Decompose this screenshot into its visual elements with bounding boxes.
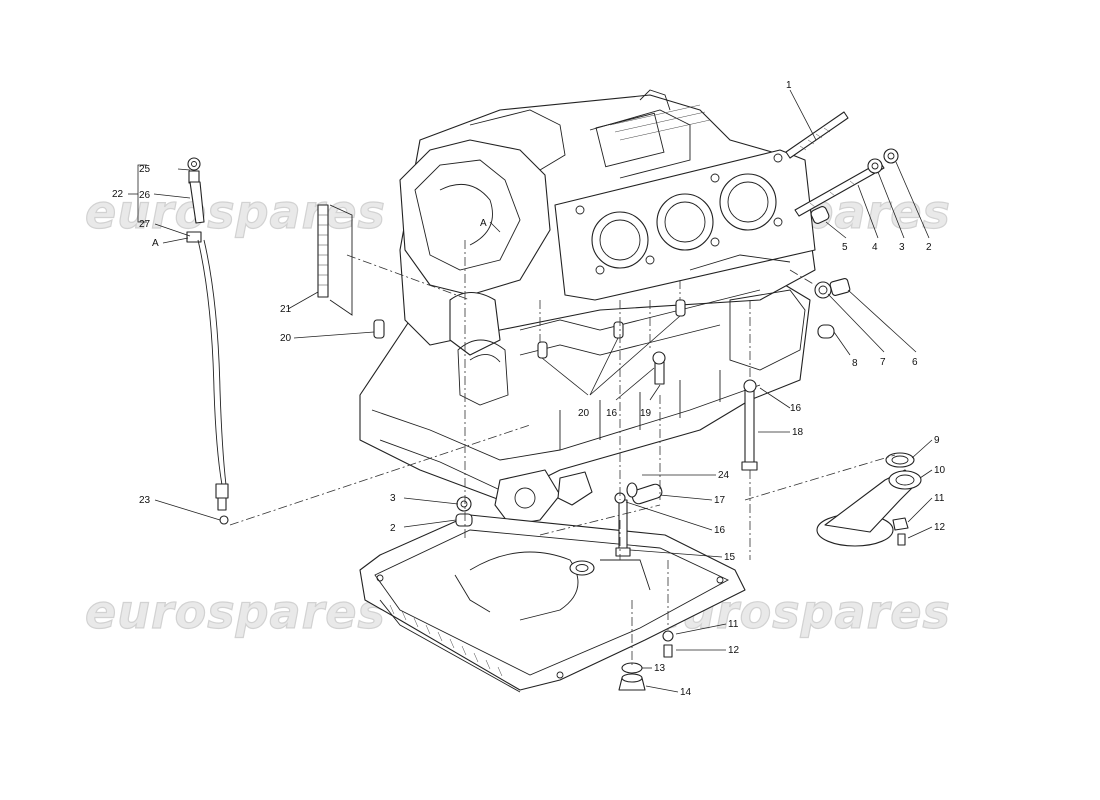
callout-3: 3 — [899, 242, 905, 253]
callout-7: 7 — [880, 357, 886, 368]
callout-labels: 1 2 3 4 5 6 7 8 9 10 11 12 11 12 13 14 1… — [112, 80, 946, 698]
dipstick — [186, 157, 229, 525]
callout-12-pickup: 12 — [934, 522, 946, 533]
callout-11-pan: 11 — [728, 619, 739, 630]
callout-27: 27 — [139, 219, 151, 230]
studs — [785, 111, 885, 217]
callout-17: 17 — [714, 495, 726, 506]
pan-bolts — [455, 496, 631, 557]
callout-24: 24 — [718, 470, 730, 481]
callout-3-pan: 3 — [390, 493, 396, 504]
callout-11-pickup: 11 — [934, 493, 945, 504]
callout-21: 21 — [280, 304, 292, 315]
callout-13: 13 — [654, 663, 666, 674]
callout-18: 18 — [792, 427, 804, 438]
bolts-center — [652, 351, 758, 471]
callout-16-right: 16 — [790, 403, 802, 414]
callout-22: 22 — [112, 189, 124, 200]
assembly-lines — [229, 240, 896, 665]
callout-4: 4 — [872, 242, 878, 253]
engine-block — [359, 89, 816, 526]
washers-and-nuts-right — [810, 148, 899, 339]
watermark-bottom-left: eurospares — [85, 585, 386, 639]
callout-2: 2 — [926, 242, 932, 253]
callout-23: 23 — [139, 495, 151, 506]
callout-19: 19 — [640, 408, 652, 419]
callout-A-dipstick: A — [152, 238, 159, 249]
oil-pan — [359, 514, 746, 693]
callout-12-pan: 12 — [728, 645, 740, 656]
callout-20-center: 20 — [578, 408, 590, 419]
drain-plug — [618, 630, 674, 691]
callout-25: 25 — [139, 164, 151, 175]
callout-16-lower: 16 — [714, 525, 726, 536]
callout-15: 15 — [724, 552, 736, 563]
callout-9: 9 — [934, 435, 940, 446]
dowel-pins — [373, 299, 686, 359]
callout-16-center: 16 — [606, 408, 618, 419]
callout-26: 26 — [139, 190, 151, 201]
bracket-22 — [137, 164, 147, 223]
callout-1: 1 — [786, 80, 792, 91]
oil-pickup — [816, 452, 922, 547]
callout-A-block: A — [480, 218, 487, 229]
callout-14: 14 — [680, 687, 692, 698]
callout-20-left: 20 — [280, 333, 292, 344]
long-stud-21 — [317, 204, 353, 316]
callout-5: 5 — [842, 242, 848, 253]
watermark-top-left: eurospares — [85, 185, 386, 239]
leader-lines — [153, 89, 933, 693]
callout-10: 10 — [934, 465, 946, 476]
callout-2-pan: 2 — [390, 523, 396, 534]
callout-6: 6 — [912, 357, 918, 368]
oil-tube — [614, 482, 663, 505]
callout-8: 8 — [852, 358, 858, 369]
